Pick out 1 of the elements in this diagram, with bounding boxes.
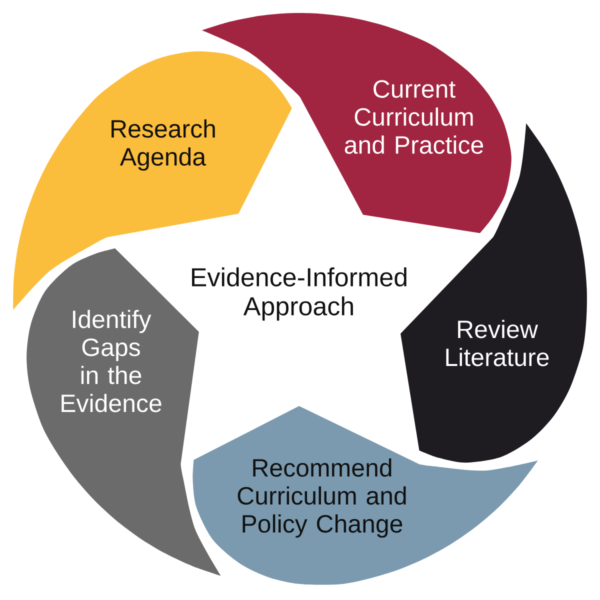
cycle-segment: Recommend Curriculum and Policy Change — [192, 406, 538, 585]
